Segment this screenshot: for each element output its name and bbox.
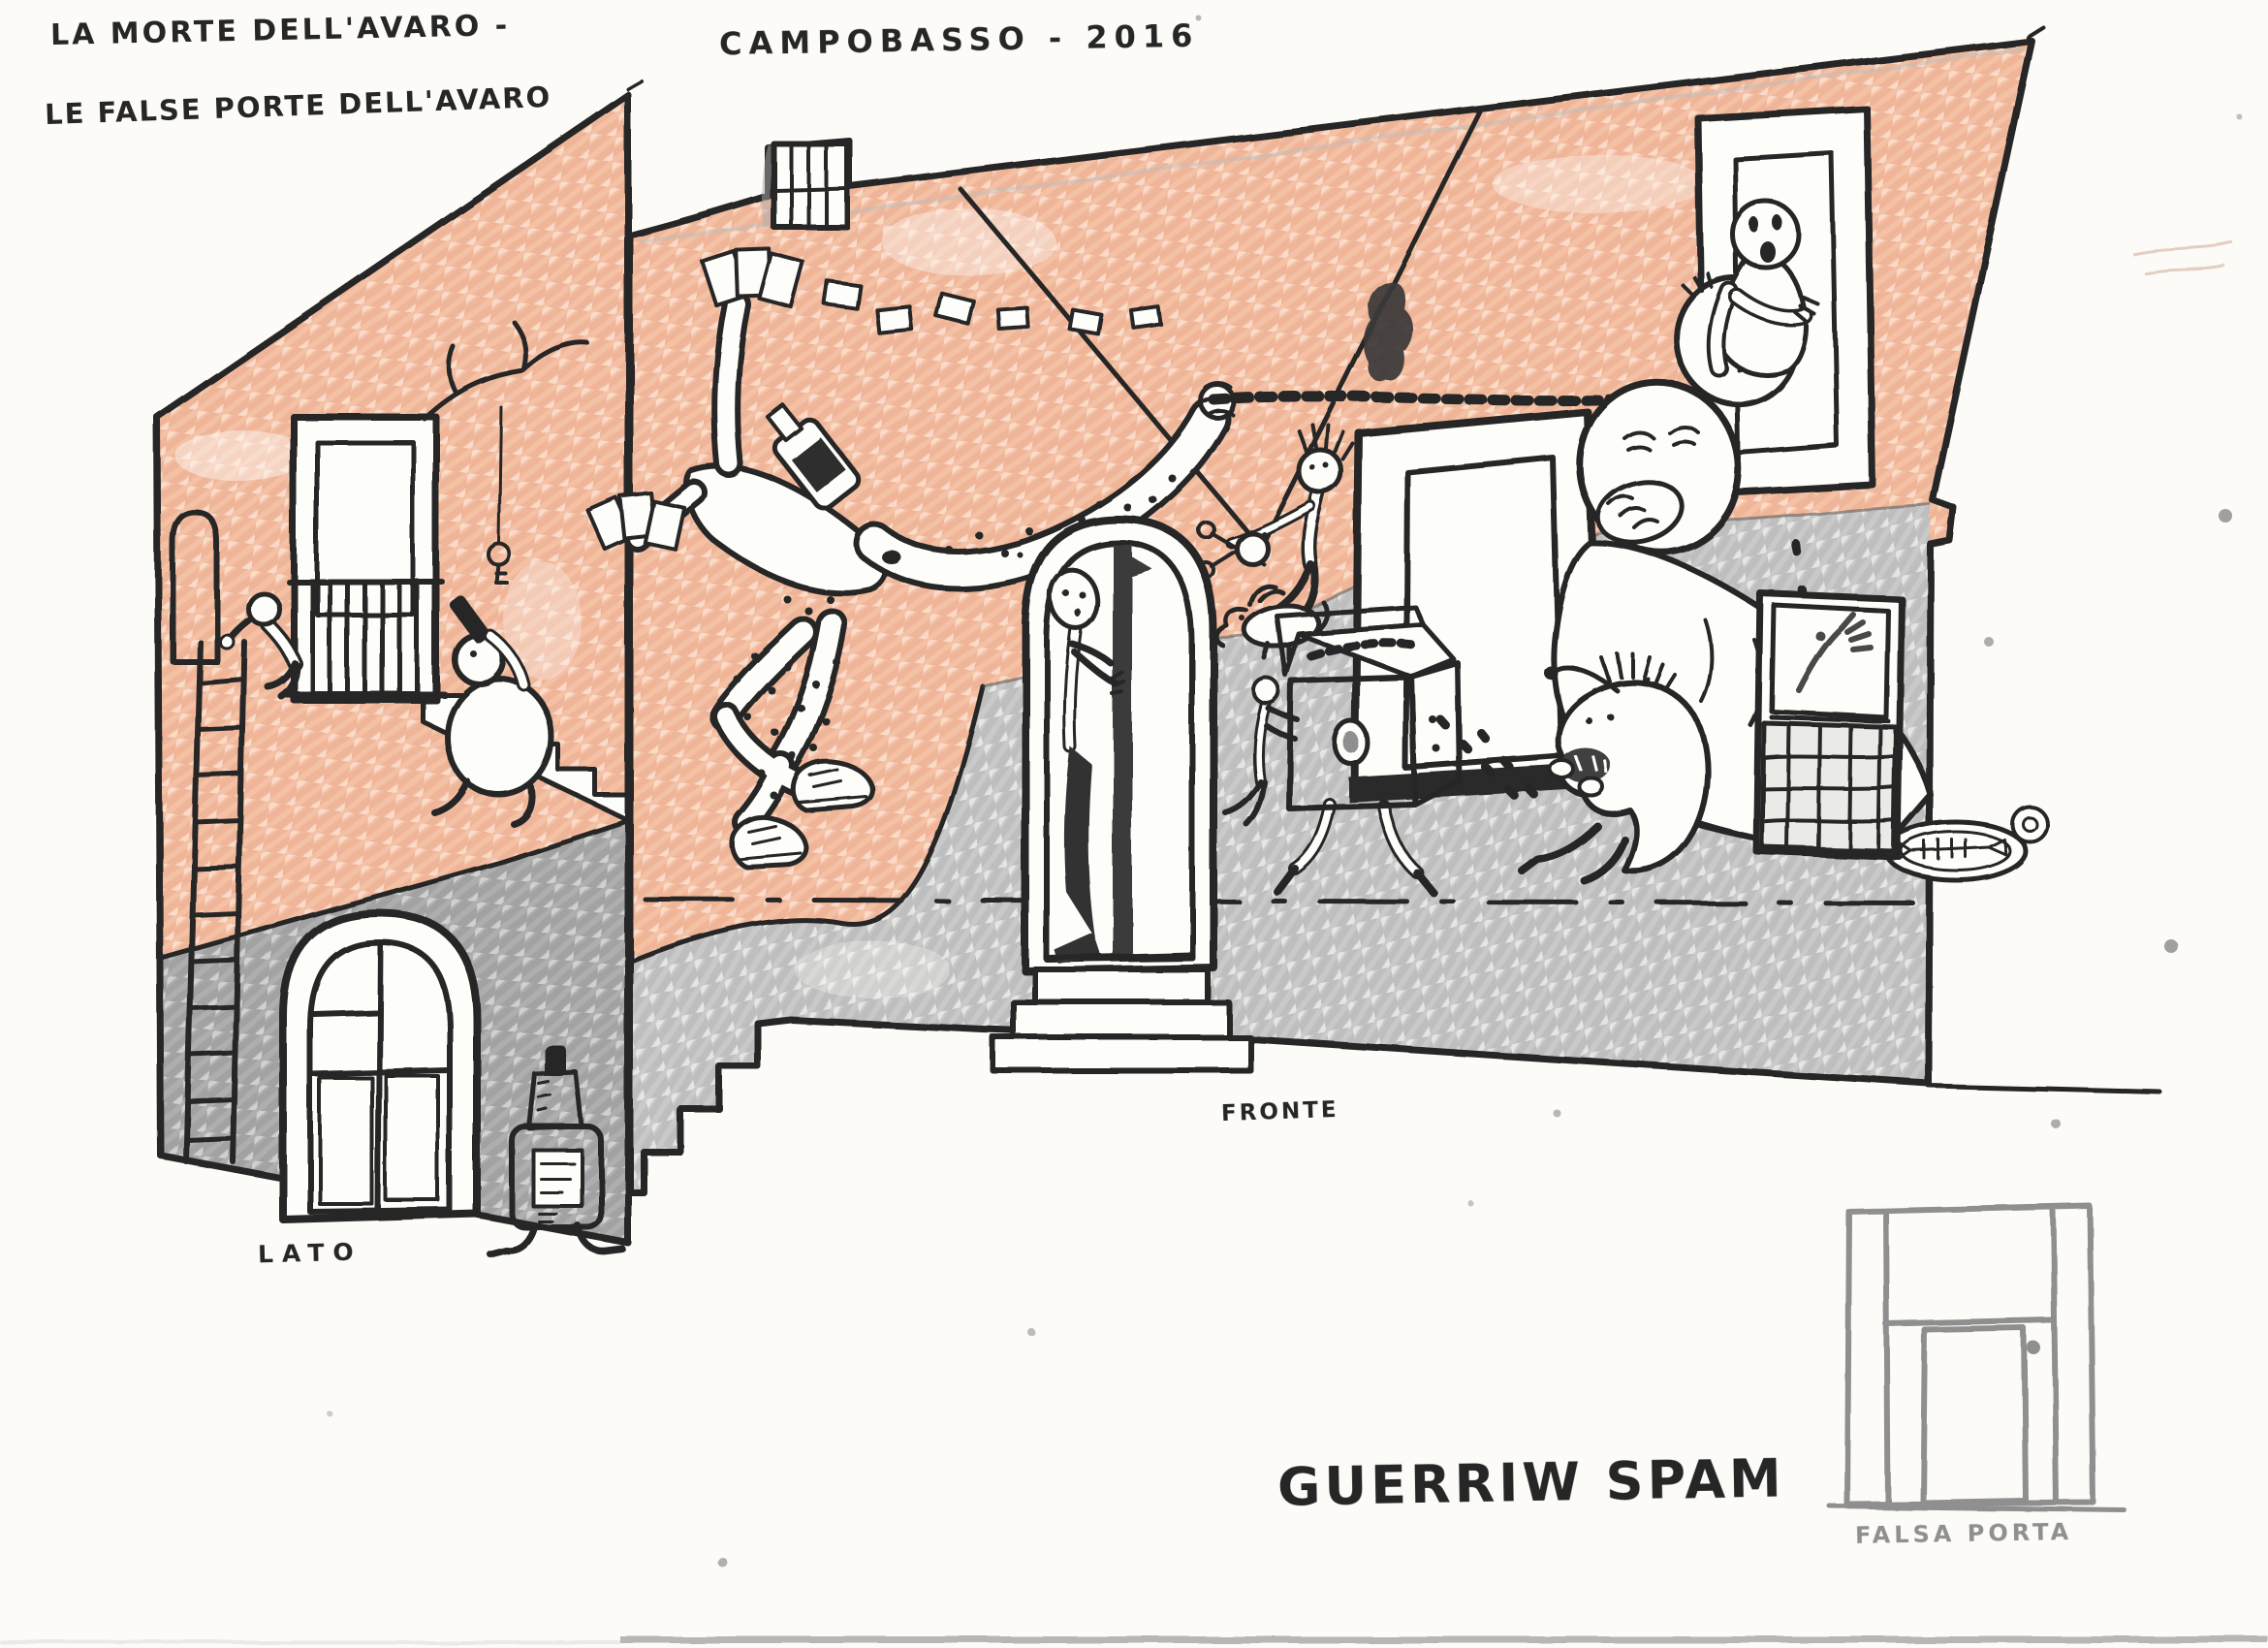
ground-dash-line: [643, 897, 1928, 906]
rooftop-barred-window: [761, 141, 850, 230]
fishbone-plate: [1883, 805, 2049, 883]
flying-playing-cards: [822, 278, 1163, 336]
jumping-card-player-figure: [624, 290, 889, 870]
figure-carrying-bottle-pack: [487, 1045, 626, 1258]
wall-niche: [170, 509, 220, 664]
front-view-label: FRONTE: [1220, 1096, 1340, 1127]
left-arched-door: [279, 909, 481, 1223]
green-arched-niche: [1022, 516, 1217, 975]
climbing-figure: [218, 590, 302, 700]
scissors: [1196, 520, 1271, 580]
scan-speckles: [0, 15, 2268, 1644]
coin-eating-monster: [1476, 651, 1711, 884]
ladder: [183, 639, 247, 1164]
grid-window: [1752, 589, 1906, 861]
drinking-figure-on-stairs: [430, 595, 554, 828]
sneaker-shoes: [729, 759, 875, 870]
hanging-key-on-thread: [422, 319, 590, 586]
polka-dots: [733, 595, 841, 799]
screaming-doorway-figure: [1707, 199, 1820, 378]
balcony-window: [283, 413, 448, 704]
false-door-pencil-study: [1827, 1203, 2127, 1513]
ink-blot: [1363, 281, 1413, 382]
tiny-thief-figure: [1222, 676, 1300, 827]
tucked-wine-bottle: [766, 403, 862, 512]
crack-rope-left: [959, 187, 1258, 544]
miser-head: [1576, 378, 1743, 556]
artist-signature: GUERRIW SPAM: [1276, 1447, 1786, 1518]
false-door-label: FALSA PORTA: [1854, 1518, 2073, 1549]
niche-pedestal-steps: [990, 967, 1253, 1073]
side-view-label: LATO: [257, 1237, 363, 1269]
card-fans: [585, 246, 805, 552]
figure-behind-door-leaf: [1048, 567, 1126, 964]
running-treasure-chest: [1222, 604, 1523, 898]
